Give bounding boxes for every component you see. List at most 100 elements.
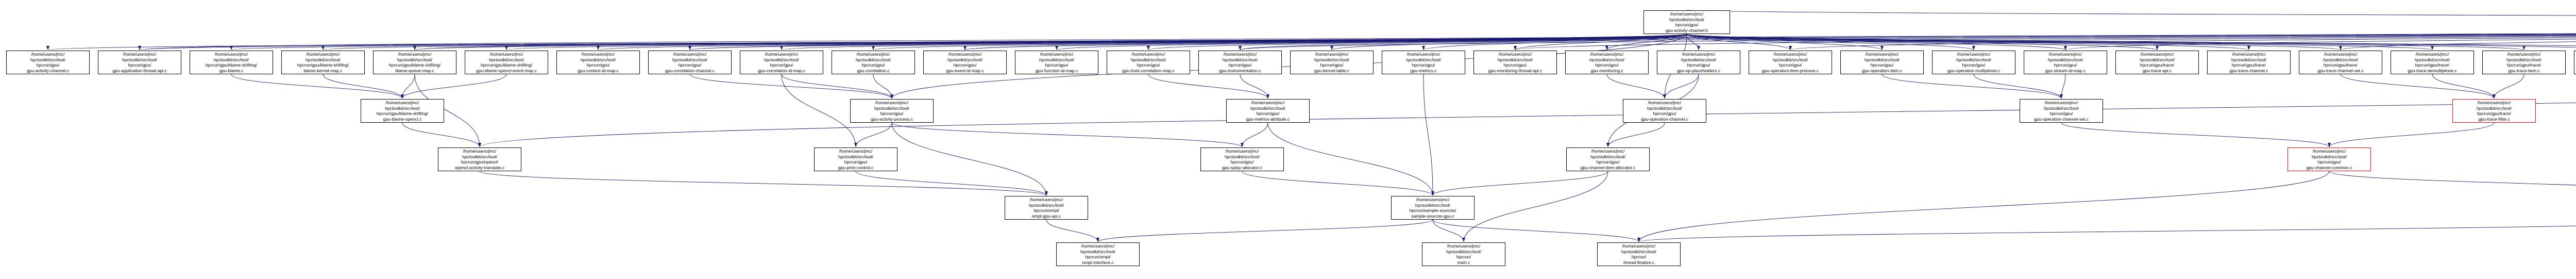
graph-node-n28[interactable]: /home/users/jmc/hpctoolkit/src/tool/hpcr… (2482, 51, 2566, 74)
graph-node-m2[interactable]: /home/users/jmc/hpctoolkit/src/tool/hpcr… (850, 99, 934, 123)
node-label-line: blame-queue-map.c (395, 68, 434, 73)
graph-node-n18[interactable]: /home/users/jmc/hpctoolkit/src/tool/hpcr… (1565, 51, 1649, 74)
graph-node-n24[interactable]: /home/users/jmc/hpctoolkit/src/tool/hpcr… (2115, 51, 2199, 74)
graph-node-p2[interactable]: /home/users/jmc/hpctoolkit/src/tool/hpcr… (814, 147, 897, 171)
graph-node-n8[interactable]: /home/users/jmc/hpctoolkit/src/tool/hpcr… (648, 51, 732, 74)
graph-node-n26[interactable]: /home/users/jmc/hpctoolkit/src/tool/hpcr… (2299, 51, 2382, 74)
node-label-line: hpcrun/gpu/ (1595, 62, 1619, 68)
graph-node-n11[interactable]: /home/users/jmc/hpctoolkit/src/tool/hpcr… (923, 51, 1007, 74)
node-label-line: gpu-operation-channel-set.c (2034, 116, 2089, 122)
node-label-line: hpctoolkit/src/tool/ (2043, 105, 2079, 111)
include-edge (2340, 74, 2496, 99)
graph-node-n7[interactable]: /home/users/jmc/hpctoolkit/src/tool/hpcr… (556, 51, 640, 74)
graph-node-n2[interactable]: /home/users/jmc/hpctoolkit/src/tool/hpcr… (98, 51, 181, 74)
include-edge (402, 122, 481, 147)
graph-node-n12[interactable]: /home/users/jmc/hpctoolkit/src/tool/hpcr… (1015, 51, 1098, 74)
node-label-line: /home/users/jmc/ (673, 52, 707, 57)
node-label-line: gpu-blame.c (219, 68, 244, 73)
graph-node-b2[interactable]: /home/users/jmc/hpctoolkit/src/tool/hpcr… (1422, 242, 1505, 266)
include-edge (1423, 74, 1434, 196)
graph-node-n25[interactable]: /home/users/jmc/hpctoolkit/src/tool/hpcr… (2207, 51, 2291, 74)
include-edge (1686, 34, 1884, 51)
graph-node-n27[interactable]: /home/users/jmc/hpctoolkit/src/tool/hpcr… (2391, 51, 2474, 74)
node-label-line: hpcrun/gpu/ (1687, 62, 1710, 68)
graph-node-n22[interactable]: /home/users/jmc/hpctoolkit/src/tool/hpcr… (1932, 51, 2015, 74)
graph-node-b3[interactable]: /home/users/jmc/hpctoolkit/src/tool/hpcr… (1597, 242, 1681, 266)
node-label-line: /home/users/jmc/ (306, 52, 340, 57)
graph-node-n16[interactable]: /home/users/jmc/hpctoolkit/src/tool/hpcr… (1382, 51, 1465, 74)
graph-node-n14[interactable]: /home/users/jmc/hpctoolkit/src/tool/hpcr… (1198, 51, 1282, 74)
include-edge (2328, 122, 2495, 147)
graph-node-n19[interactable]: /home/users/jmc/hpctoolkit/src/tool/hpcr… (1657, 51, 1740, 74)
include-edge (1239, 35, 2576, 51)
graph-node-q2[interactable]: /home/users/jmc/hpctoolkit/src/tool/hpcr… (1391, 196, 1475, 220)
node-label-line: hpctoolkit/src/tool/ (1405, 57, 1442, 62)
graph-node-m5[interactable]: /home/users/jmc/hpctoolkit/src/tool/hpcr… (2020, 99, 2103, 123)
graph-node-n1[interactable]: /home/users/jmc/hpctoolkit/src/tool/hpcr… (6, 51, 90, 74)
node-label-line: /home/users/jmc/ (2312, 149, 2346, 154)
node-label-line: gpu-monitoring-thread-api.c (1488, 68, 1543, 73)
node-label-line: hpctoolkit/src/tool/ (1080, 249, 1116, 254)
node-label-line: gpu-operation-item-process.c (1761, 68, 1819, 73)
graph-node-n15[interactable]: /home/users/jmc/hpctoolkit/src/tool/hpcr… (1290, 51, 1374, 74)
include-edge (478, 102, 2576, 147)
node-label-line: hpcrun/gpu/blame-shifting/ (388, 62, 441, 68)
graph-node-q1[interactable]: /home/users/jmc/hpctoolkit/src/tool/hpcr… (1005, 196, 1088, 220)
node-label-line: /home/users/jmc/ (1040, 52, 1074, 57)
graph-node-n5[interactable]: /home/users/jmc/hpctoolkit/src/tool/hpcr… (373, 51, 456, 74)
graph-node-p4[interactable]: /home/users/jmc/hpctoolkit/src/tool/hpcr… (1566, 147, 1650, 171)
node-label-line: /home/users/jmc/ (1773, 52, 1807, 57)
graph-node-m4[interactable]: /home/users/jmc/hpctoolkit/src/tool/hpcr… (1623, 99, 1706, 123)
node-label-line: hpcrun/gpu/trace/ (2140, 62, 2175, 68)
graph-node-n3[interactable]: /home/users/jmc/hpctoolkit/src/tool/hpcr… (190, 51, 273, 74)
node-label-line: hpcrun/gpu/ (1675, 22, 1699, 27)
graph-node-p3[interactable]: /home/users/jmc/hpctoolkit/src/tool/hpcr… (1200, 147, 1284, 171)
include-edge (401, 74, 507, 99)
node-label-line: hpcrun/gpu/ (1596, 159, 1620, 165)
graph-node-n4[interactable]: /home/users/jmc/hpctoolkit/src/tool/hpcr… (281, 51, 365, 74)
node-label-line: hpctoolkit/src/tool/ (1589, 57, 1625, 62)
node-label-line: /home/users/jmc/ (1591, 149, 1625, 154)
include-edge (1606, 122, 1665, 147)
graph-node-n10[interactable]: /home/users/jmc/hpctoolkit/src/tool/hpcr… (832, 51, 915, 74)
node-label-line: hpcrun/sample-sources/ (1409, 208, 1456, 213)
include-edge (1686, 34, 2250, 51)
node-label-line: /home/users/jmc/ (2477, 100, 2511, 105)
graph-node-n13[interactable]: /home/users/jmc/hpctoolkit/src/tool/hpcr… (1107, 51, 1190, 74)
node-label-line: hpctoolkit/src/tool/ (488, 57, 524, 62)
node-label-line: /home/users/jmc/ (1416, 197, 1450, 202)
graph-node-n20[interactable]: /home/users/jmc/hpctoolkit/src/tool/hpcr… (1749, 51, 1832, 74)
include-edge (1242, 171, 1434, 196)
graph-node-b1[interactable]: /home/users/jmc/hpctoolkit/src/tool/hpcr… (1056, 242, 1140, 266)
include-edge (2432, 74, 2496, 99)
graph-node-n21[interactable]: /home/users/jmc/hpctoolkit/src/tool/hpcr… (1840, 51, 1924, 74)
graph-node-p1[interactable]: /home/users/jmc/hpctoolkit/src/tool/hpcr… (438, 147, 521, 171)
node-label-line: hpctoolkit/src/tool/ (1039, 57, 1075, 62)
node-label-line: gpu-splay-allocator.c (1222, 165, 1262, 170)
node-label-line: hpctoolkit/src/tool/ (1130, 57, 1166, 62)
include-edge (1055, 34, 1687, 51)
graph-node-n29[interactable]: /home/users/jmc/hpctoolkit/src/tool/hpcr… (2574, 51, 2576, 74)
graph-node-n17[interactable]: /home/users/jmc/hpctoolkit/src/tool/hpcr… (1473, 51, 1557, 74)
node-label-line: main.c (1457, 259, 1470, 265)
include-edge (890, 34, 1687, 99)
node-label-line: hpctoolkit/src/tool/ (2231, 57, 2267, 62)
node-label-line: /home/users/jmc/ (1225, 149, 1259, 154)
graph-node-hub[interactable]: /home/users/jmc/hpctoolkit/src/tool/hpcr… (1643, 10, 1730, 34)
node-label-line: gpu-blame-opencl-event-map.c (476, 68, 537, 73)
node-label-line: hpcrun/gpu/ (1256, 111, 1280, 116)
include-edge (1637, 225, 2576, 242)
graph-node-p5[interactable]: /home/users/jmc/hpctoolkit/src/tool/hpcr… (2287, 147, 2371, 171)
node-label-line: hpctoolkit/src/tool/ (1224, 154, 1260, 159)
include-edge (1046, 219, 1099, 242)
node-label-line: hpcrun/gpu/blame-shifting/ (297, 62, 349, 68)
graph-node-m1[interactable]: /home/users/jmc/hpctoolkit/src/tool/hpcr… (361, 99, 444, 123)
graph-node-m3[interactable]: /home/users/jmc/hpctoolkit/src/tool/hpcr… (1226, 99, 1310, 123)
node-label-line: hpcrun/gpu/ (1320, 62, 1344, 68)
graph-node-m6[interactable]: /home/users/jmc/hpctoolkit/src/tool/hpcr… (2452, 99, 2536, 123)
graph-node-n9[interactable]: /home/users/jmc/hpctoolkit/src/tool/hpcr… (740, 51, 823, 74)
node-label-line: gpu-trace-channel.c (2229, 68, 2268, 73)
graph-node-n23[interactable]: /home/users/jmc/hpctoolkit/src/tool/hpcr… (2024, 51, 2107, 74)
graph-node-n6[interactable]: /home/users/jmc/hpctoolkit/src/tool/hpcr… (465, 51, 548, 74)
